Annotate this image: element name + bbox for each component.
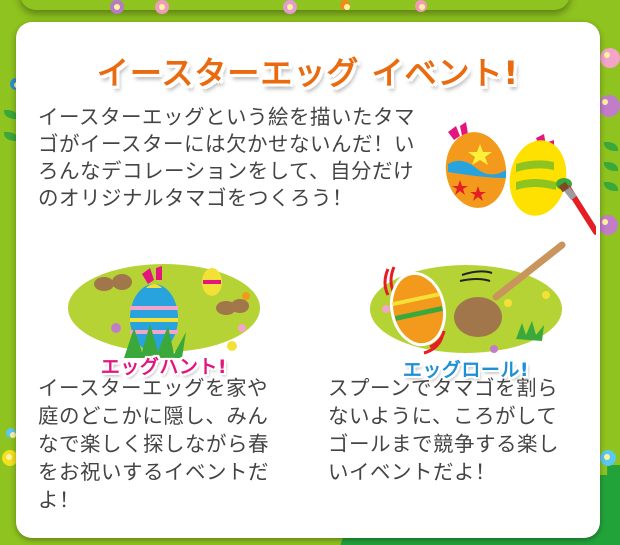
flower-icon [340,0,350,10]
leaf-icon [4,110,18,119]
egg-roll-illustration: エッグロール! [366,237,566,382]
leaf-icon [604,162,618,171]
flower-icon [283,0,297,14]
egg-hidden-in-grass-icon [68,264,260,358]
leaf-icon [604,142,618,151]
flower-icon [110,0,124,14]
leaf-icon [4,132,18,141]
flower-icon [600,450,616,466]
flower-icon [155,0,169,14]
intro-text: イースターエッグという絵を描いたタマゴがイースターには欠かせないんだ！いろんなデ… [38,105,415,210]
egg-hunt-description: イースターエッグを家や庭のどこかに隠し、みんなで楽しく探しながら春をお祝いするイ… [38,376,269,512]
egg-rolling-with-spoon-icon [370,241,566,355]
flower-icon [2,450,18,466]
egg-roll-badge: エッグロール! [402,359,530,381]
background-dark-green-edge [598,475,620,545]
flower-icon [598,95,620,117]
page-title: イースターエッグ イベント! [96,54,520,92]
flower-icon [598,215,618,235]
egg-hunt-badge: エッグハント! [100,356,228,378]
flower-icon [415,0,427,12]
event-card: イースターエッグ イベント! イースターエッグという絵を描いたタマゴがイースター… [16,22,600,538]
egg-roll-description: スプーンでタマゴを割らないように、ころがしてゴールまで競争する楽しいイベントだよ… [328,376,559,484]
flower-icon [6,428,16,438]
egg-hunt-illustration: エッグハント! [64,258,264,378]
flower-icon [600,48,620,68]
painted-eggs-with-brush-icon [436,112,599,242]
leaf-icon [604,182,618,191]
